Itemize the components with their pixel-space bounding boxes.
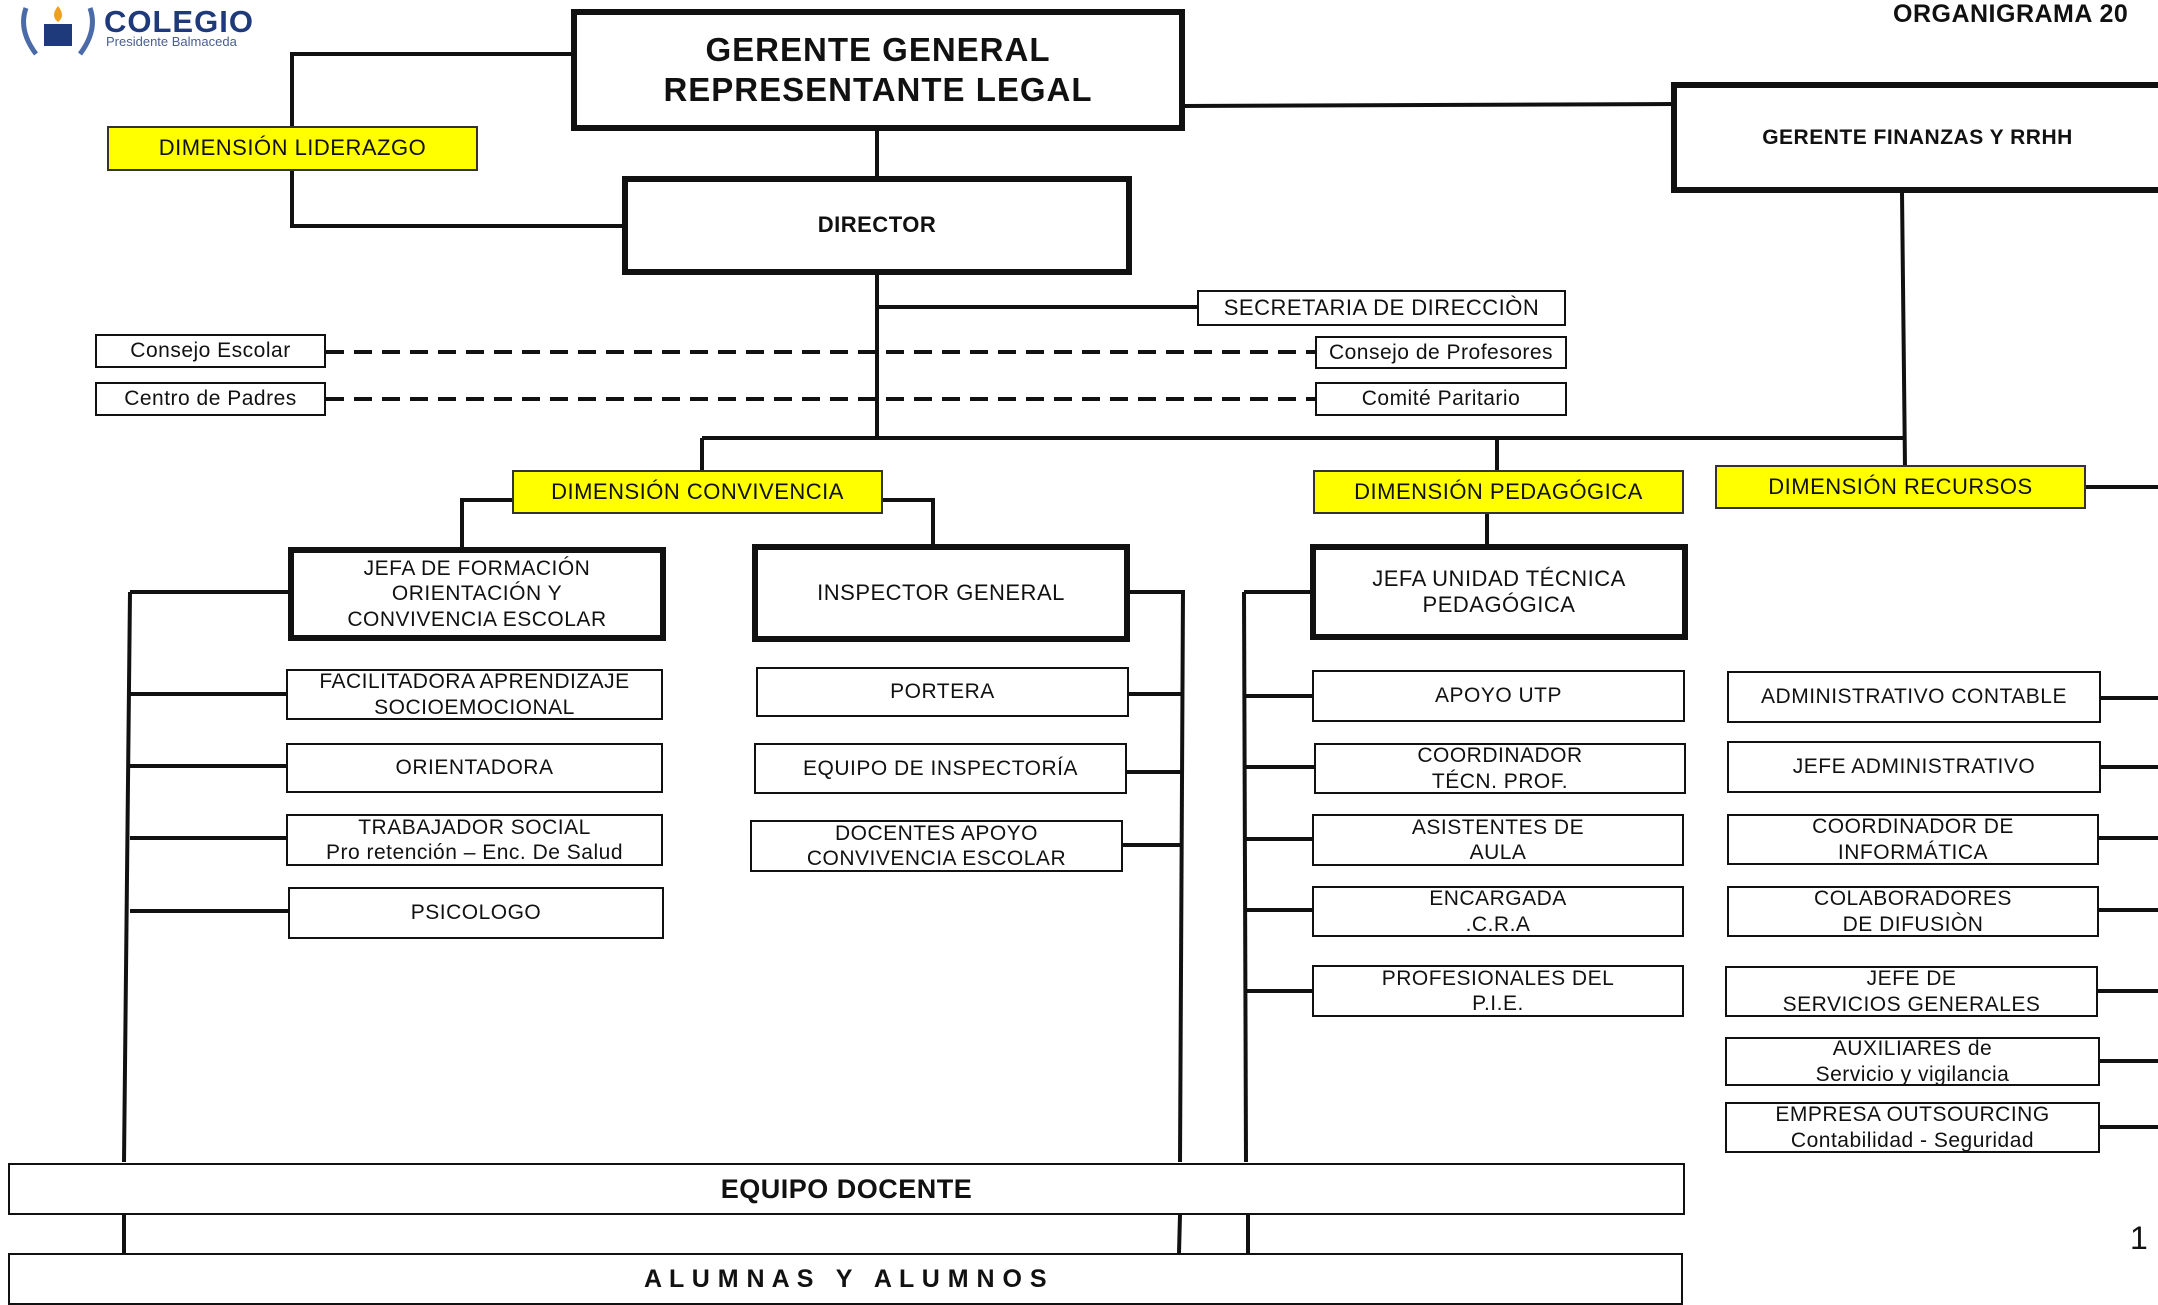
equipo-docente-box: EQUIPO DOCENTE: [8, 1163, 1685, 1215]
gerente-finanzas-box: GERENTE FINANZAS Y RRHH: [1671, 82, 2158, 193]
document-title: ORGANIGRAMA 20: [1893, 0, 2129, 28]
jefe-servicios-box: JEFE DE SERVICIOS GENERALES: [1725, 966, 2098, 1017]
consejo-profesores-box: Consejo de Profesores: [1315, 336, 1567, 369]
inspector-general-box: INSPECTOR GENERAL: [752, 544, 1130, 642]
asistentes-aula-box: ASISTENTES DE AULA: [1312, 814, 1684, 866]
jefa-utp-box: JEFA UNIDAD TÉCNICA PEDAGÓGICA: [1310, 544, 1688, 640]
profesionales-pie-box: PROFESIONALES DEL P.I.E.: [1312, 965, 1684, 1017]
consejo-escolar-box: Consejo Escolar: [95, 334, 326, 368]
apoyo-utp-box: APOYO UTP: [1312, 670, 1685, 722]
administrativo-contable-box: ADMINISTRATIVO CONTABLE: [1727, 671, 2101, 723]
page-number: 1: [2130, 1220, 2148, 1256]
school-logo: COLEGIO Presidente Balmaceda: [16, 0, 286, 62]
comite-paritario-box: Comité Paritario: [1315, 382, 1567, 416]
jefa-formacion-box: JEFA DE FORMACIÓN ORIENTACIÓN Y CONVIVEN…: [288, 547, 666, 641]
coordinador-tecn-box: COORDINADOR TÉCN. PROF.: [1314, 743, 1686, 794]
dimension-liderazgo-box: DIMENSIÓN LIDERAZGO: [107, 126, 478, 171]
colaboradores-difusion-box: COLABORADORES DE DIFUSIÒN: [1727, 886, 2099, 937]
facilitadora-box: FACILITADORA APRENDIZAJE SOCIOEMOCIONAL: [286, 669, 663, 720]
trabajador-social-box: TRABAJADOR SOCIAL Pro retención – Enc. D…: [286, 814, 663, 866]
dimension-pedagogica-box: DIMENSIÓN PEDAGÓGICA: [1313, 470, 1684, 514]
coordinador-informatica-box: COORDINADOR DE INFORMÁTICA: [1727, 814, 2099, 865]
dimension-recursos-box: DIMENSIÓN RECURSOS: [1715, 465, 2086, 509]
orientadora-box: ORIENTADORA: [286, 743, 663, 793]
secretaria-box: SECRETARIA DE DIRECCIÒN: [1197, 290, 1566, 326]
alumnos-box: A L U M N A S Y A L U M N O S: [8, 1253, 1683, 1305]
dimension-convivencia-box: DIMENSIÓN CONVIVENCIA: [512, 470, 883, 514]
jefe-administrativo-box: JEFE ADMINISTRATIVO: [1727, 741, 2101, 793]
gerente-general-box: GERENTE GENERAL REPRESENTANTE LEGAL: [571, 9, 1185, 131]
psicologo-box: PSICOLOGO: [288, 887, 664, 939]
docentes-apoyo-box: DOCENTES APOYO CONVIVENCIA ESCOLAR: [750, 820, 1123, 872]
encargada-cra-box: ENCARGADA .C.R.A: [1312, 886, 1684, 937]
logo-title: COLEGIO: [104, 4, 254, 39]
director-box: DIRECTOR: [622, 176, 1132, 275]
centro-padres-box: Centro de Padres: [95, 382, 326, 416]
auxiliares-box: AUXILIARES de Servicio y vigilancia: [1725, 1037, 2100, 1086]
laurel-emblem-icon: [21, 6, 95, 56]
empresa-outsourcing-box: EMPRESA OUTSOURCING Contabilidad - Segur…: [1725, 1102, 2100, 1153]
logo-subtitle: Presidente Balmaceda: [106, 34, 237, 49]
portera-box: PORTERA: [756, 667, 1129, 717]
equipo-inspectoria-box: EQUIPO DE INSPECTORÍA: [754, 743, 1127, 794]
